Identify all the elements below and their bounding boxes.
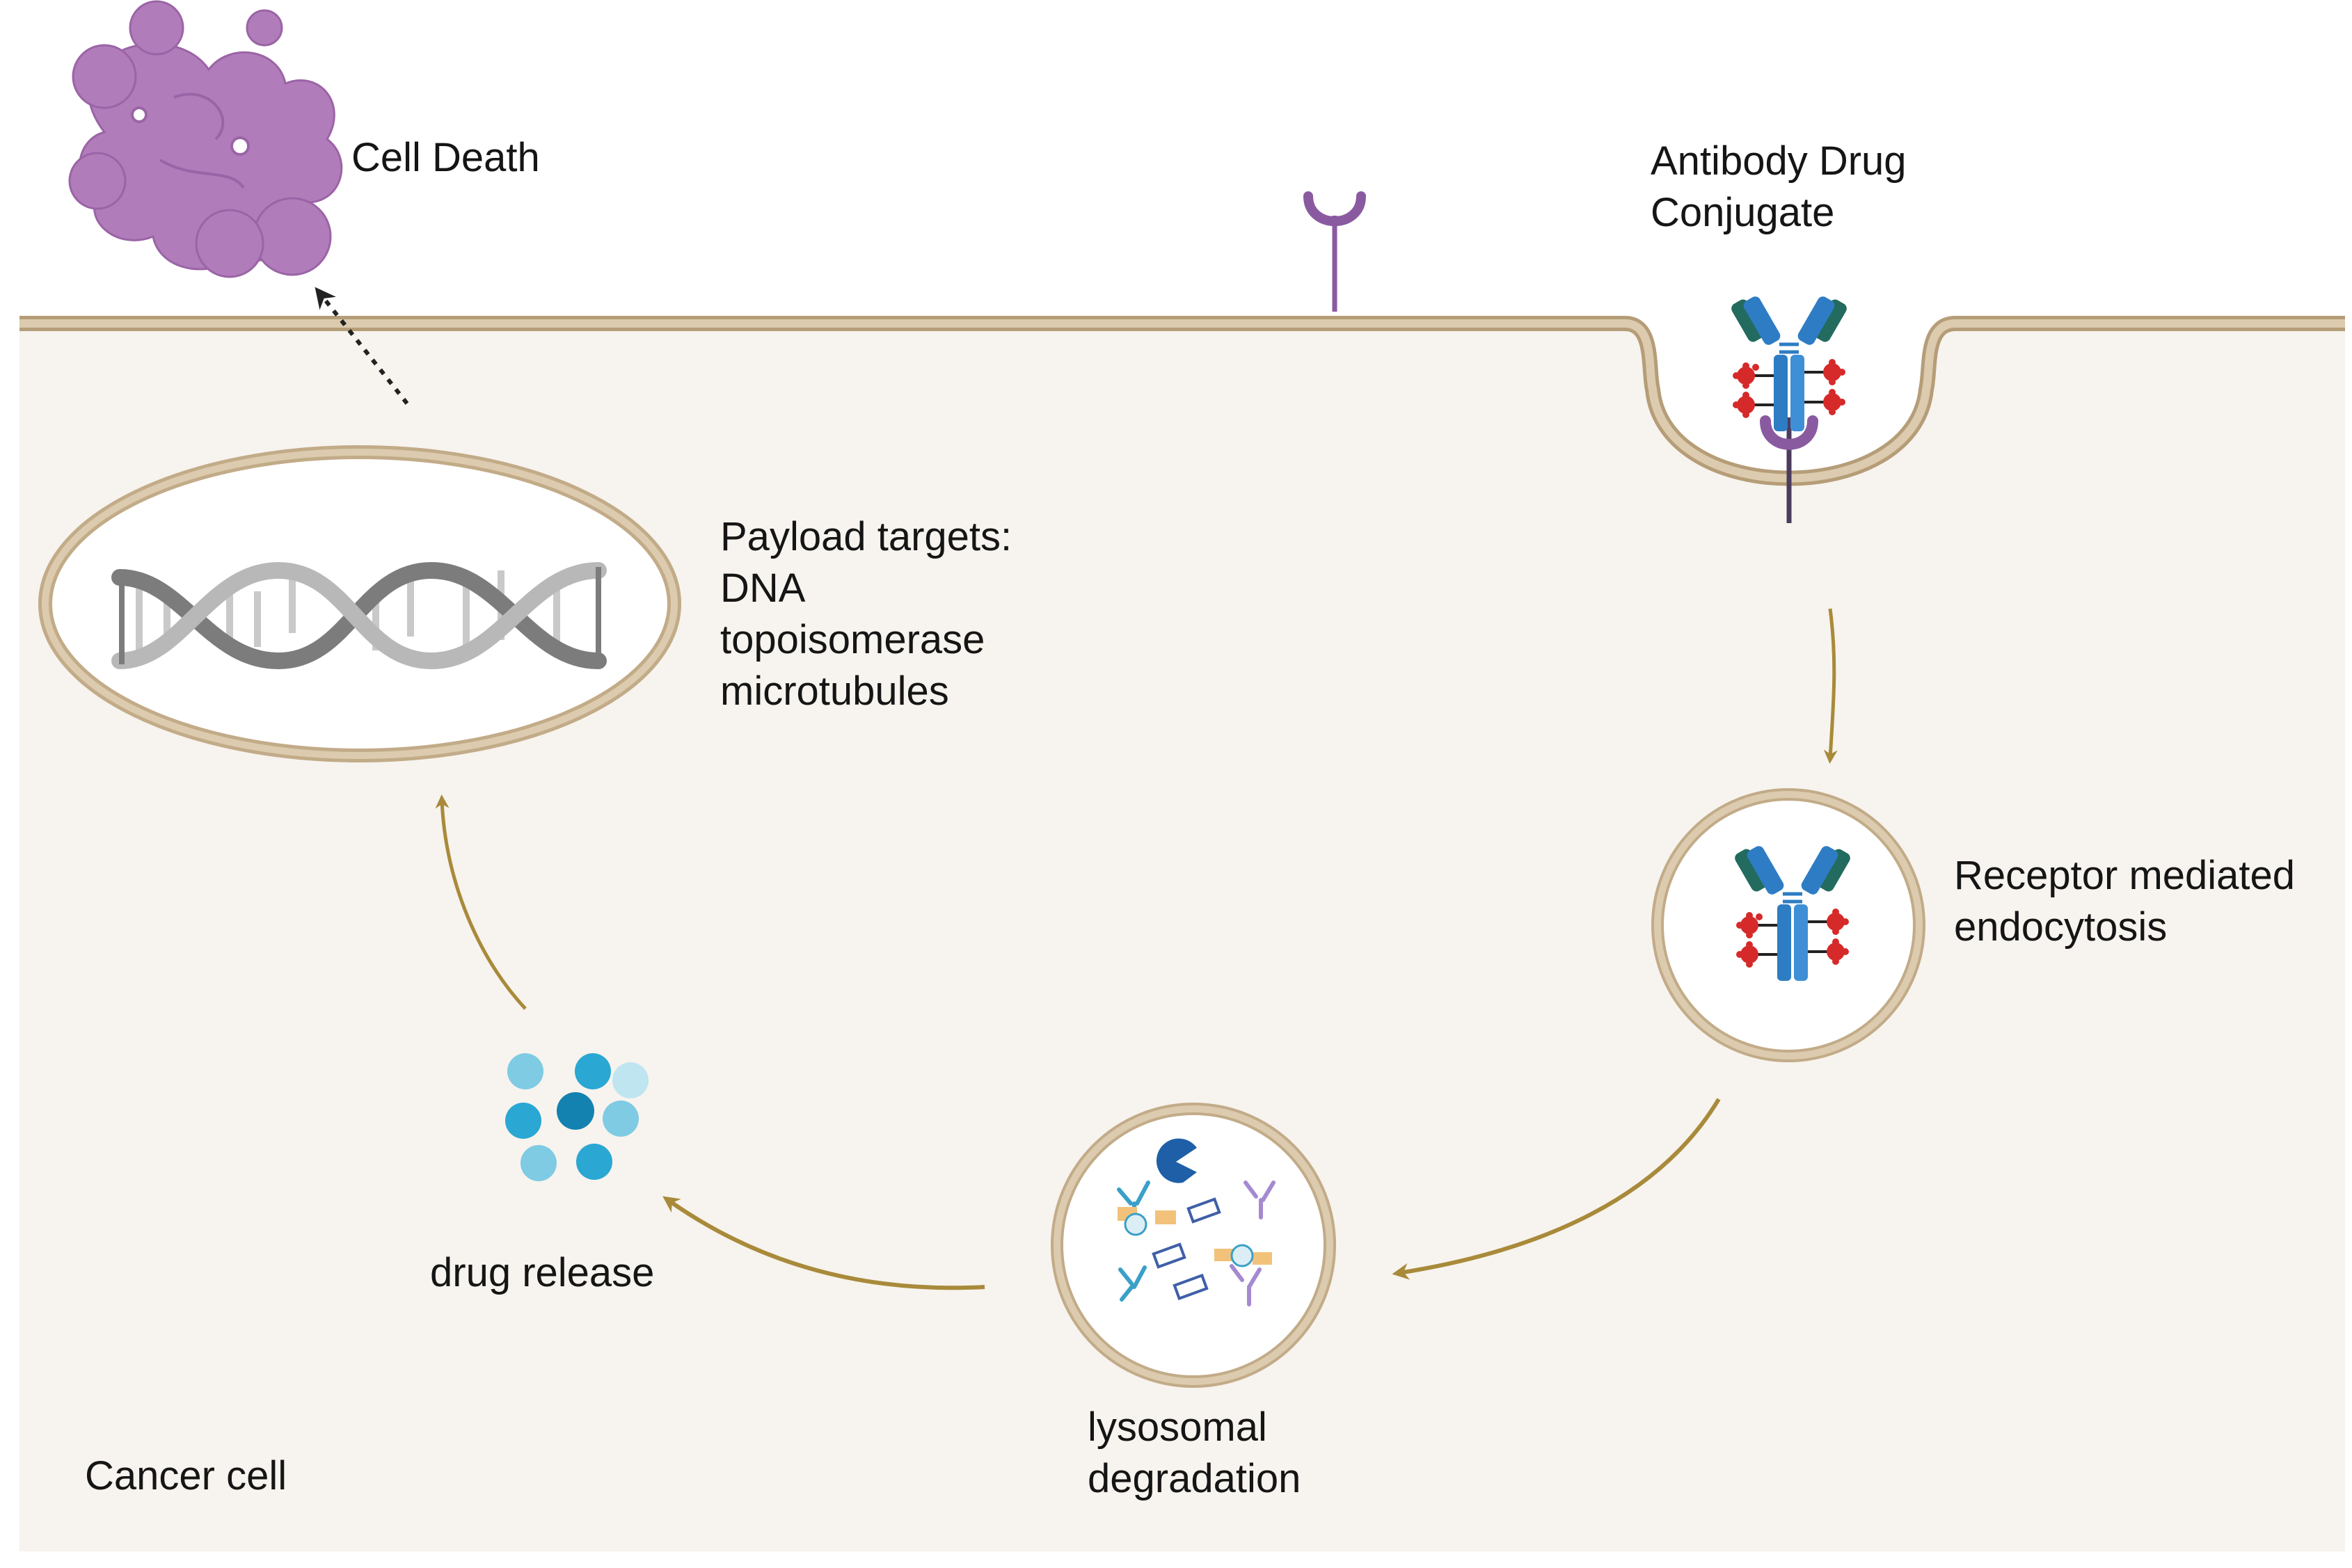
- arrow-to-nucleus: [435, 794, 527, 1010]
- arrow-to-drug-release: [662, 1196, 985, 1290]
- cell-death-label: Cell Death: [351, 132, 540, 184]
- dead-cell-icon: [68, 0, 343, 278]
- adc-label-line1: Antibody Drug: [1651, 138, 1907, 184]
- arrow-to-endosome: [1823, 608, 1838, 764]
- drug-molecules-icon: [505, 1053, 649, 1181]
- receptor-line1: Receptor mediated: [1954, 853, 2296, 898]
- adc-label: Antibody Drug Conjugate: [1651, 136, 1907, 239]
- payload-targets-label: Payload targets: DNA topoisomerase micro…: [720, 511, 1012, 717]
- lysosomal-degradation-label: lysosomal degradation: [1088, 1402, 1301, 1505]
- cancer-cell-label: Cancer cell: [85, 1450, 287, 1502]
- adc-label-line2: Conjugate: [1651, 190, 1835, 235]
- receptor-icon: [1303, 191, 1366, 312]
- payload-line4: microtubules: [720, 669, 949, 714]
- drug-release-label: drug release: [430, 1247, 654, 1299]
- receptor-line2: endocytosis: [1954, 904, 2168, 950]
- antibody-drug-conjugate-icon: [1729, 294, 1849, 523]
- drug-release-text: drug release: [430, 1250, 655, 1295]
- payload-line2: DNA: [720, 566, 806, 611]
- endosome-vesicle: [1651, 788, 1925, 1062]
- dotted-arrow-to-cell-death: [315, 287, 409, 405]
- arrow-to-lysosome: [1392, 1098, 1721, 1280]
- degraded-fragments: [1117, 1181, 1276, 1306]
- lysosome-enzyme-icon: [1156, 1138, 1197, 1183]
- lyso-line1: lysosomal: [1088, 1405, 1267, 1450]
- lyso-line2: degradation: [1088, 1456, 1301, 1501]
- receptor-mediated-endocytosis-label: Receptor mediated endocytosis: [1954, 850, 2295, 953]
- dna-helix-icon: [111, 561, 607, 670]
- payload-line1: Payload targets:: [720, 514, 1012, 559]
- cell-death-text: Cell Death: [351, 135, 540, 180]
- lysosome-vesicle: [1051, 1103, 1336, 1388]
- cancer-cell-text: Cancer cell: [85, 1453, 287, 1498]
- payload-line3: topoisomerase: [720, 617, 985, 662]
